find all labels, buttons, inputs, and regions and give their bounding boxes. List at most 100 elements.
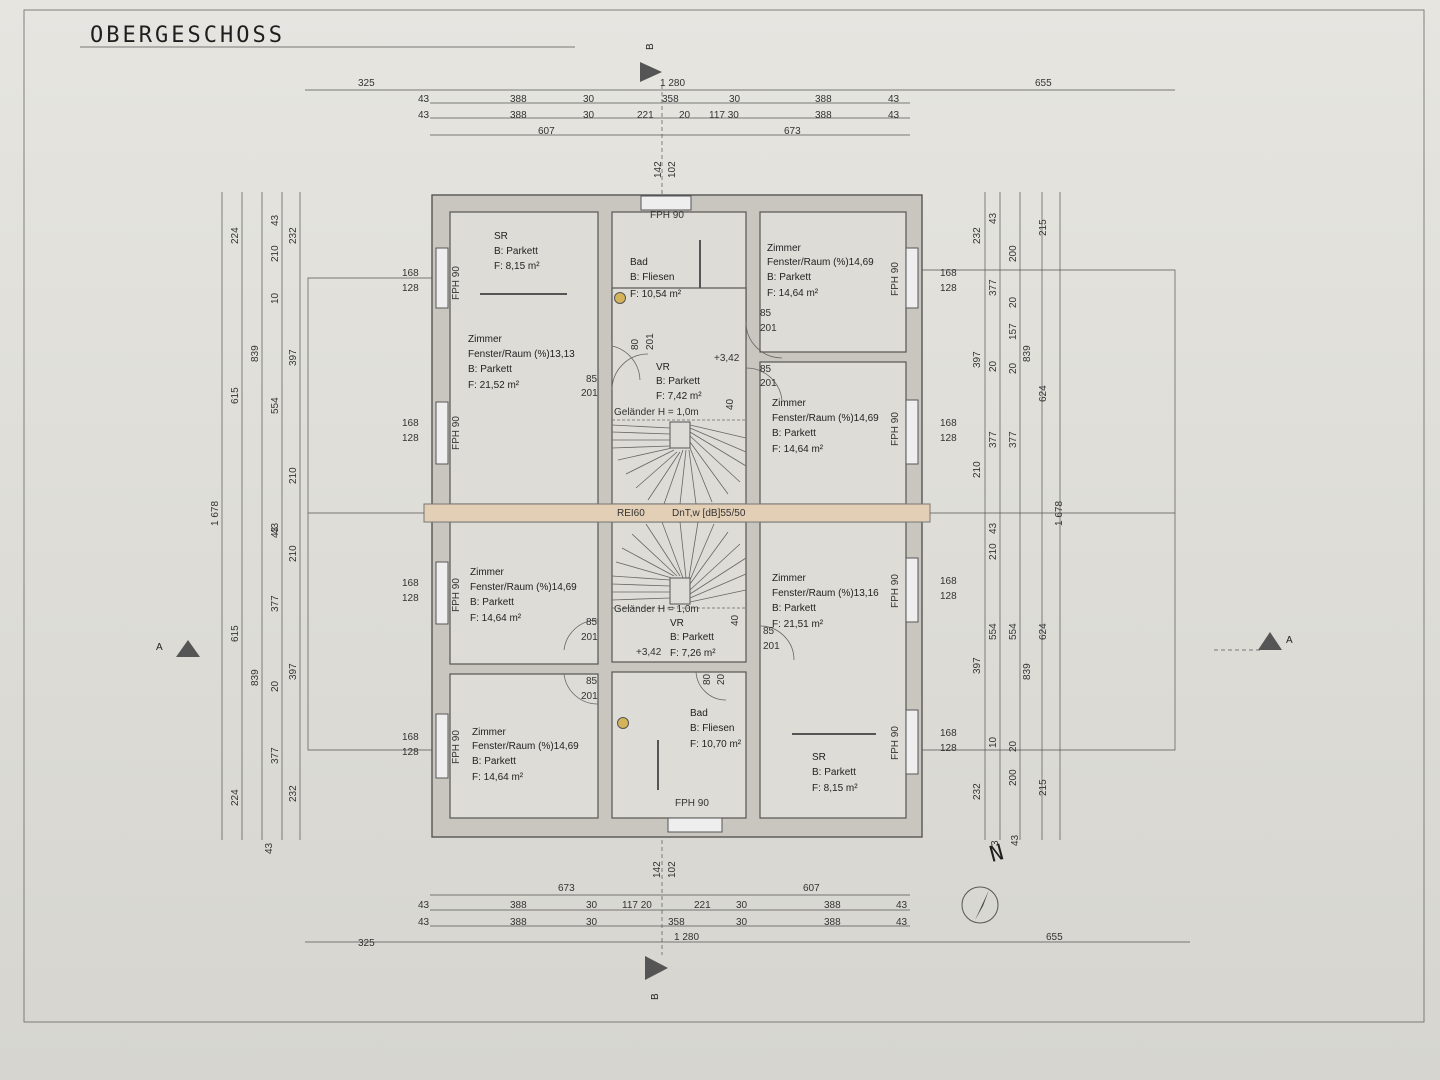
room-3-area: F: 21,52 m² bbox=[468, 380, 520, 391]
door-swings bbox=[563, 321, 795, 705]
rd-c2-0: 43 bbox=[988, 212, 999, 224]
room-11-floor: B: Parkett bbox=[812, 767, 856, 778]
room-labels: SR B: Parkett F: 8,15 m² Bad B: Fliesen … bbox=[468, 231, 879, 794]
dim-top-r1-0: 43 bbox=[418, 94, 430, 105]
section-label-b-top: B bbox=[645, 43, 656, 50]
room-9-ratio: Fenster/Raum (%)14,69 bbox=[472, 741, 579, 752]
rd-c2-6: 10 bbox=[988, 736, 999, 748]
railing-upper: Geländer H = 1,0m bbox=[614, 407, 699, 418]
dim-top-overall-right: 655 bbox=[1035, 78, 1052, 89]
dim-top-r3-0: 607 bbox=[538, 126, 555, 137]
door-ne-w: 85 bbox=[760, 308, 772, 319]
window-label-w2: FPH 90 bbox=[451, 416, 462, 450]
room-zimmer-east-upper bbox=[759, 361, 907, 505]
rd-c3-7: 20 bbox=[1008, 740, 1019, 752]
gable-outline-west bbox=[307, 277, 432, 751]
room-7-name: VR bbox=[670, 618, 684, 629]
sheet-border bbox=[23, 9, 1425, 1023]
dim-top-r2-3: 221 bbox=[637, 110, 654, 121]
ld-c4-7: 377 bbox=[270, 595, 281, 612]
room-4-floor: B: Parkett bbox=[656, 376, 700, 387]
wd-e2-b: 128 bbox=[940, 433, 957, 444]
bottom-dimensions: 142 102 673 607 43 388 30 117 20 221 30 … bbox=[305, 861, 1190, 949]
window-west-3 bbox=[435, 561, 449, 625]
rd-c1-3: 397 bbox=[972, 657, 983, 674]
section-label-a-right: A bbox=[1286, 635, 1293, 646]
ld-c4-2: 397 bbox=[288, 349, 299, 366]
room-2-name: Zimmer bbox=[767, 243, 802, 254]
rd-c2-3: 377 bbox=[988, 431, 999, 448]
dim-top-r1-5: 388 bbox=[815, 94, 832, 105]
section-label-b-bottom: B bbox=[650, 993, 661, 1000]
ld-c4-1: 10 bbox=[270, 292, 281, 304]
ld-c3-2: 839 bbox=[250, 669, 261, 686]
dim-bot-r2-0: 43 bbox=[418, 917, 430, 928]
stair-north bbox=[611, 419, 747, 505]
chimney-icon-north bbox=[614, 292, 626, 304]
left-dimensions: 1 678 615 615 224 839 839 224 210 10 397… bbox=[210, 192, 301, 854]
dim-bot-r2-6: 43 bbox=[896, 917, 908, 928]
ld-c4-10: 377 bbox=[270, 747, 281, 764]
railing-lower: Geländer H = 1,0m bbox=[614, 604, 699, 615]
rd-c3-3: 20 bbox=[1008, 362, 1019, 374]
rd-c3-6: 554 bbox=[1008, 623, 1019, 640]
window-label-w4: FPH 90 bbox=[451, 730, 462, 764]
window-dims-east: 168 128 168 128 168 128 168 128 bbox=[940, 268, 957, 754]
dim-bot-r2-1: 388 bbox=[510, 917, 527, 928]
ld-c4-5: 43 bbox=[270, 526, 281, 538]
room-zimmer-nw bbox=[449, 211, 599, 505]
room-1-name: Bad bbox=[630, 257, 648, 268]
window-east-1 bbox=[905, 247, 919, 309]
room-3-ratio: Fenster/Raum (%)13,13 bbox=[468, 349, 575, 360]
ld-c4-9: 397 bbox=[288, 663, 299, 680]
rd-c5-0: 3 bbox=[990, 840, 1001, 846]
dim-bot-r3-1: 607 bbox=[803, 883, 820, 894]
ld-c4-8: 20 bbox=[270, 680, 281, 692]
compass-needle-icon bbox=[975, 890, 989, 920]
dim-bot-r2-3: 358 bbox=[668, 917, 685, 928]
rd-c1-0: 232 bbox=[972, 227, 983, 244]
ld-c3-1: 839 bbox=[250, 345, 261, 362]
rd-c4-2: 624 bbox=[1038, 385, 1049, 402]
room-10-name: Bad bbox=[690, 708, 708, 719]
door-sw1-h: 201 bbox=[581, 632, 598, 643]
stair-south bbox=[611, 521, 747, 609]
room-9-floor: B: Parkett bbox=[472, 756, 516, 767]
dim-bot-r1-2: 30 bbox=[586, 900, 598, 911]
compass-label: N bbox=[987, 839, 1009, 867]
room-8-ratio: Fenster/Raum (%)13,16 bbox=[772, 588, 879, 599]
landing-b: 40 bbox=[730, 614, 741, 626]
wd-w3-b: 128 bbox=[402, 593, 419, 604]
dim-top-r2-7: 43 bbox=[888, 110, 900, 121]
window-label-e1: FPH 90 bbox=[890, 262, 901, 296]
room-5-name: Zimmer bbox=[772, 398, 807, 409]
ld-c5-3: 43 bbox=[264, 842, 275, 854]
level-upper: +3,42 bbox=[714, 353, 740, 364]
dim-bot-r2-2: 30 bbox=[586, 917, 598, 928]
room-6-area: F: 14,64 m² bbox=[470, 613, 522, 624]
rd-c2-4: 43 bbox=[988, 522, 999, 534]
dim-top-r2-5: 117 30 bbox=[709, 110, 739, 121]
rd-c3-1: 20 bbox=[1008, 296, 1019, 308]
dim-top-r3-1: 673 bbox=[784, 126, 801, 137]
rd-c5-1: 43 bbox=[1010, 834, 1021, 846]
door-bad-s-w: 80 bbox=[702, 673, 713, 685]
dim-bot-r1-4: 221 bbox=[694, 900, 711, 911]
dim-top-r2-2: 30 bbox=[583, 110, 595, 121]
room-2-area: F: 14,64 m² bbox=[767, 288, 819, 299]
rd-c3-4: 377 bbox=[1008, 431, 1019, 448]
room-zimmer-sw bbox=[449, 673, 599, 819]
chimney-icon-south bbox=[617, 717, 629, 729]
rd-c4-1: 839 bbox=[1022, 345, 1033, 362]
room-bad-south bbox=[611, 671, 747, 819]
ld-c2-1: 615 bbox=[230, 625, 241, 642]
dim-bot-r1-5: 30 bbox=[736, 900, 748, 911]
room-5-floor: B: Parkett bbox=[772, 428, 816, 439]
dim-top-r1-2: 30 bbox=[583, 94, 595, 105]
wd-w2-a: 168 bbox=[402, 418, 419, 429]
room-1-floor: B: Fliesen bbox=[630, 272, 674, 283]
wd-w4-a: 168 bbox=[402, 732, 419, 743]
rd-c2-1: 377 bbox=[988, 279, 999, 296]
rd-c3-8: 200 bbox=[1008, 769, 1019, 786]
rd-c3-2: 157 bbox=[1008, 323, 1019, 340]
